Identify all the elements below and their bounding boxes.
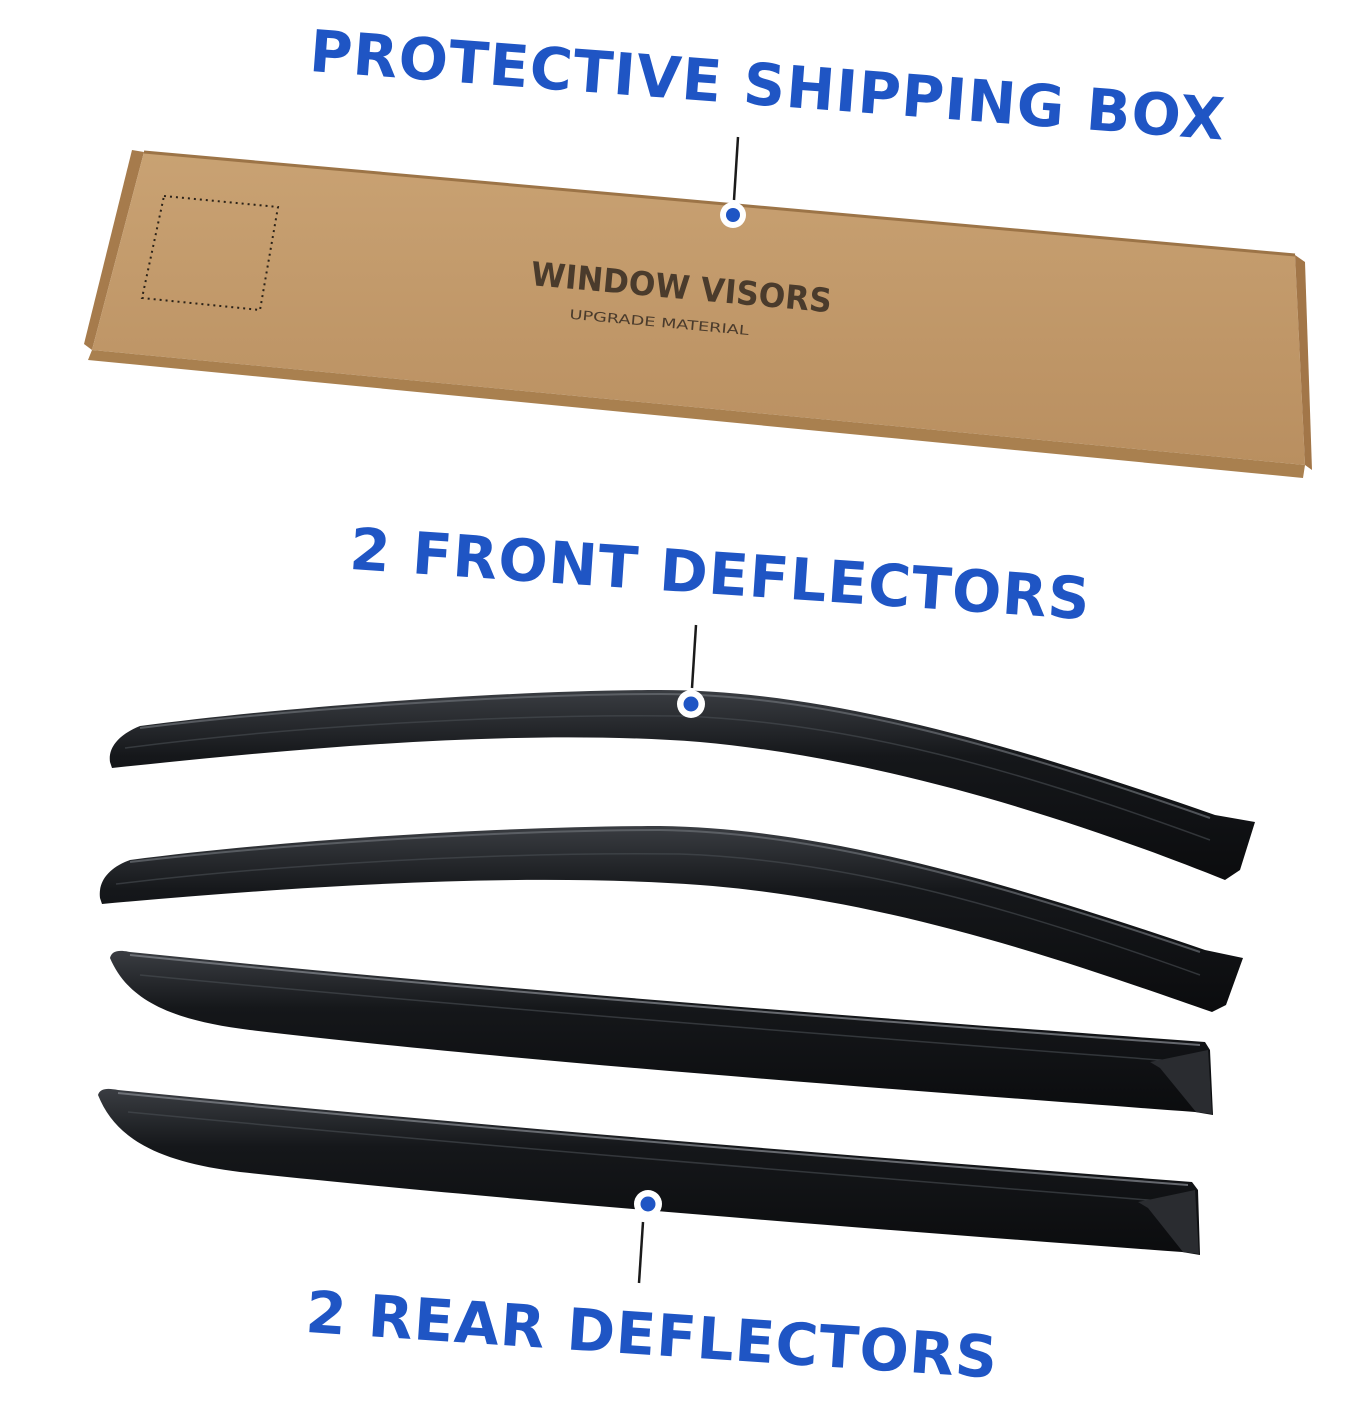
front-deflector-2: [99, 826, 1243, 1012]
front-pointer-dot: [683, 696, 699, 712]
rear-pointer-dot: [640, 1196, 656, 1212]
box-bottom-flap: [88, 350, 1305, 478]
rear-deflector-2: [98, 1088, 1200, 1255]
box-label-area: [140, 194, 280, 312]
box-pointer: [720, 136, 746, 228]
box-left-edge: [84, 150, 144, 350]
rear-pointer: [634, 1190, 662, 1284]
rear-deflector-1: [110, 950, 1213, 1115]
shipping-box: WINDOW VISORS UPGRADE MATERIAL: [84, 150, 1312, 478]
front-deflector-1: [109, 690, 1255, 880]
box-pointer-dot: [726, 208, 740, 222]
box-right-edge: [1295, 255, 1312, 470]
front-pointer: [677, 624, 705, 718]
